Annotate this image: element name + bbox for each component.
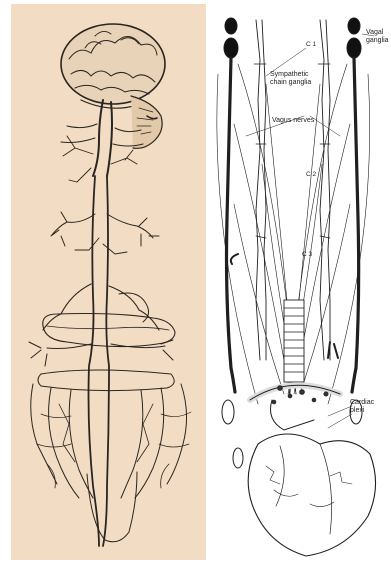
left-vagal-ganglia [224, 18, 238, 58]
stomach-outline [43, 314, 175, 347]
label-cardiac-line2: plexi [350, 407, 365, 414]
intestine-drawing [31, 370, 191, 542]
right-vagus-nerve [352, 58, 359, 392]
label-vagus-nerves: Vagus nerves [272, 117, 315, 124]
label-sympathetic-line1: Sympathetic [270, 71, 309, 78]
cardiac-innervation-diagram: Vagal ganglia C 1 Sympathetic chain gang… [210, 4, 391, 560]
label-c2: C 2 [306, 171, 317, 178]
label-cardiac-line1: Cardiac [350, 399, 375, 406]
heart-drawing [248, 434, 375, 556]
label-sympathetic-line2: chain ganglia [270, 79, 311, 86]
label-vagal-ganglia-line1: Vagal [366, 29, 384, 36]
right-vagus-trunk [103, 176, 109, 546]
trachea [284, 300, 304, 382]
right-vagal-ganglia [347, 18, 361, 58]
illustration-svg [11, 4, 206, 560]
label-c3: C 3 [302, 251, 313, 258]
label-c1: C 1 [306, 41, 317, 48]
label-vagal-ganglia-line2: ganglia [366, 37, 389, 44]
left-vagus-trunk [89, 176, 100, 546]
brain-drawing [61, 24, 165, 148]
vagus-nerve-illustration [11, 4, 206, 560]
diagram-svg: Vagal ganglia C 1 Sympathetic chain gang… [210, 4, 391, 560]
left-vagus-nerve [227, 58, 236, 392]
